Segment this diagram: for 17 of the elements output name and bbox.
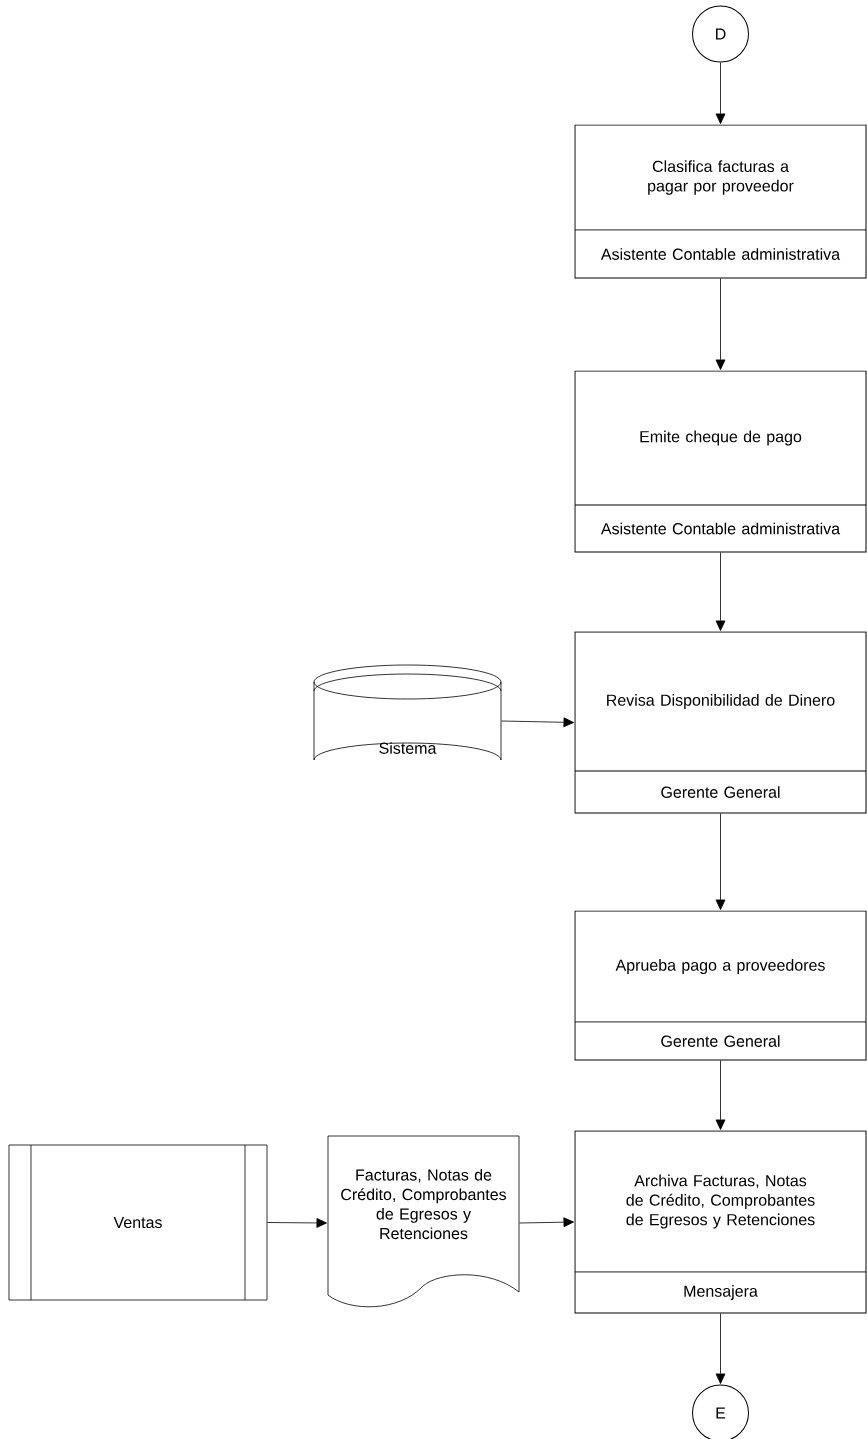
process-box: Clasifica facturas a pagar por proveedor Asistente Contable administrativa: [574, 124, 867, 279]
node-label: Sistema: [379, 742, 437, 754]
process-box: Aprueba pago a proveedores Gerente General: [574, 910, 867, 1061]
arrow: [715, 1313, 726, 1384]
arrow: [519, 1217, 574, 1228]
arrow: [715, 813, 726, 910]
arrow: [715, 552, 726, 631]
arrow: [715, 278, 726, 370]
database-cylinder: Sistema: [313, 664, 502, 761]
arrow: [501, 717, 574, 728]
process-box: Emite cheque de pago Asistente Contable administrativa: [574, 370, 867, 553]
process-box: Archiva Facturas, Notas de Crédito, Comprobantes de Egresos y Retenciones Mensajera: [574, 1130, 867, 1314]
arrow: [715, 1060, 726, 1130]
process-box: Revisa Disponibilidad de Dinero Gerente General: [574, 631, 867, 814]
subprocess-box: Ventas: [8, 1144, 268, 1301]
arrow: [715, 62, 726, 124]
arrow: [267, 1218, 327, 1228]
